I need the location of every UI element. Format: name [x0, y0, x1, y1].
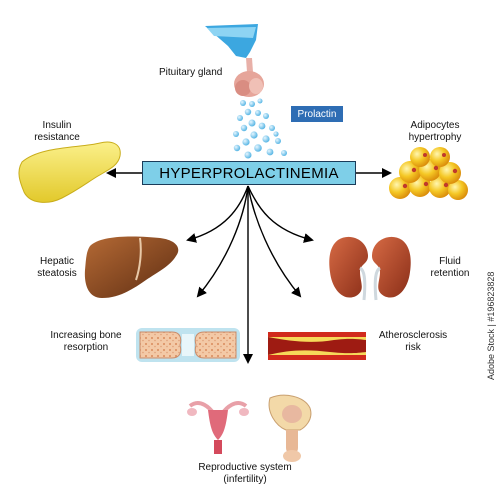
- insulin-label: Insulin resistance: [34, 120, 80, 143]
- prolactin-label: Prolactin: [297, 108, 337, 120]
- fluid-label: Fluid retention: [430, 256, 470, 279]
- arrows: [106, 168, 392, 364]
- kidneys-icon: [329, 236, 411, 301]
- main-condition-title: HYPERPROLACTINEMIA: [159, 164, 339, 182]
- pituitary-icon: [205, 24, 264, 97]
- bone-label: Increasing bone resorption: [50, 330, 122, 353]
- female-reproductive-icon: [187, 401, 249, 454]
- prolactin-tag: Prolactin: [291, 106, 343, 122]
- watermark: Adobe Stock | #196823828: [486, 271, 496, 380]
- main-condition-box: HYPERPROLACTINEMIA: [142, 161, 356, 185]
- pancreas-icon: [18, 141, 121, 203]
- fat-cells-icon: [389, 147, 468, 200]
- liver-icon: [84, 236, 179, 298]
- athero-label: Atherosclerosis risk: [378, 330, 448, 353]
- hepatic-label: Hepatic steatosis: [37, 256, 77, 279]
- bone-joint-icon: [136, 328, 240, 362]
- male-reproductive-icon: [268, 394, 312, 462]
- adipocytes-label: Adipocytes hypertrophy: [408, 120, 462, 143]
- pituitary-label: Pituitary gland: [159, 67, 223, 78]
- prolactin-droplets: [233, 98, 287, 159]
- reproductive-label: Reproductive system (infertility): [198, 462, 292, 485]
- artery-icon: [268, 332, 366, 360]
